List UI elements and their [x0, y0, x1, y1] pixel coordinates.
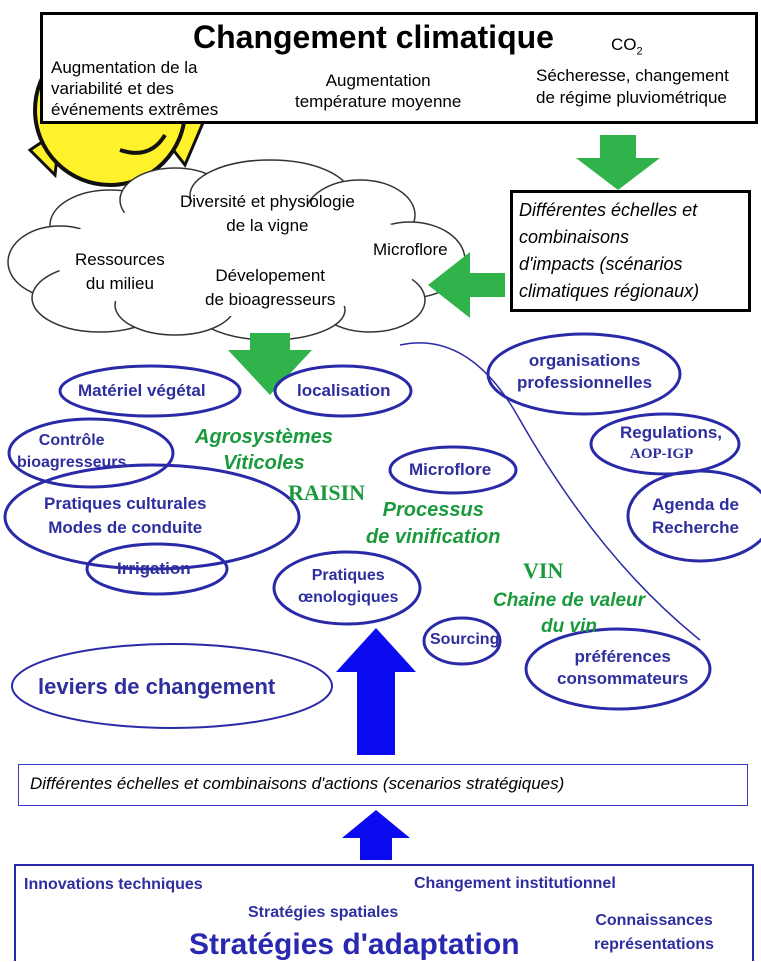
label-pratiques-oeno: Pratiques œnologiques: [298, 567, 399, 606]
oval-irrigation: [85, 542, 229, 596]
oval-microflore: [388, 445, 518, 495]
label-agenda: Agenda de Recherche: [652, 495, 739, 537]
bottom-connaissances: Connaissances représentations: [594, 912, 715, 953]
label-irrigation: Irrigation: [117, 559, 191, 578]
bottom-innovations: Innovations techniques: [24, 876, 203, 893]
impacts-cloud: [7, 159, 466, 341]
oval-controle: [7, 417, 175, 489]
oval-leviers: [11, 643, 333, 729]
label-preferences: préférences consommateurs: [557, 647, 689, 688]
header-box: Changement climatique CO2 Augmentation d…: [40, 12, 758, 124]
oval-sourcing: [422, 616, 502, 666]
oval-pratiques-culturales: [3, 463, 301, 571]
cloud-ressources: Ressources du milieu: [75, 250, 165, 293]
green-arrow-left: [428, 252, 505, 318]
label-regulations-1: Regulations,: [620, 423, 723, 442]
cloud-diversite: Diversité et physiologie de la vigne: [180, 192, 355, 235]
header-item-temperature: Augmentation température moyenne: [295, 71, 462, 111]
oval-regulations: [589, 412, 741, 476]
oval-agenda: [626, 469, 761, 563]
label-leviers: leviers de changement: [38, 674, 276, 699]
bottom-box: Innovations techniques Changement instit…: [14, 864, 754, 961]
bottom-title: Stratégies d'adaptation: [189, 928, 520, 961]
blue-arrow-up-small: [342, 810, 410, 860]
cloud-bioagresseurs: Dévelopement de bioagresseurs: [205, 266, 336, 309]
header-title: Changement climatique: [193, 19, 554, 55]
green-vin: VIN: [523, 558, 564, 583]
actions-box: Différentes échelles et combinaisons d'a…: [18, 764, 748, 806]
blue-arrow-up-large: [336, 628, 416, 755]
oval-materiel: [58, 364, 242, 418]
label-regulations-2: AOP-IGP: [630, 446, 694, 462]
green-agro: Agrosystèmes Viticoles: [195, 426, 333, 474]
curved-separator: [399, 342, 701, 641]
oval-localisation: [273, 364, 413, 418]
bottom-spatiales: Stratégies spatiales: [248, 904, 399, 921]
oval-organisations: [486, 332, 682, 416]
label-pratiques-culturales: Pratiques culturales Modes de conduite: [44, 494, 207, 537]
header-item-variabilite: Augmentation de la variabilité et des év…: [51, 58, 219, 119]
oval-pratiques-oeno: [272, 550, 422, 626]
label-materiel: Matériel végétal: [78, 381, 206, 400]
co2-label: CO2: [611, 35, 643, 58]
impacts-box: Différentes échelles et combinaisons d'i…: [510, 190, 751, 312]
green-arrow-down-center: [228, 333, 312, 395]
bottom-institutionnel: Changement institutionnel: [414, 875, 616, 892]
label-localisation: localisation: [297, 381, 391, 400]
cloud-microflore: Microflore: [373, 240, 448, 259]
green-raisin: RAISIN: [288, 480, 366, 505]
actions-text: Différentes échelles et combinaisons d'a…: [30, 774, 565, 793]
label-controle: Contrôle bioagresseurs: [17, 432, 127, 471]
green-chaine: Chaine de valeur du vin: [493, 590, 646, 637]
oval-preferences: [524, 627, 712, 711]
label-sourcing: Sourcing: [430, 631, 500, 648]
header-item-secheresse: Sécheresse, changement de régime pluviom…: [536, 66, 729, 107]
green-arrow-down-right: [576, 135, 660, 190]
label-microflore: Microflore: [409, 460, 492, 479]
label-organisations: organisations professionnelles: [517, 351, 653, 392]
green-processus: Processus de vinification: [366, 499, 501, 548]
